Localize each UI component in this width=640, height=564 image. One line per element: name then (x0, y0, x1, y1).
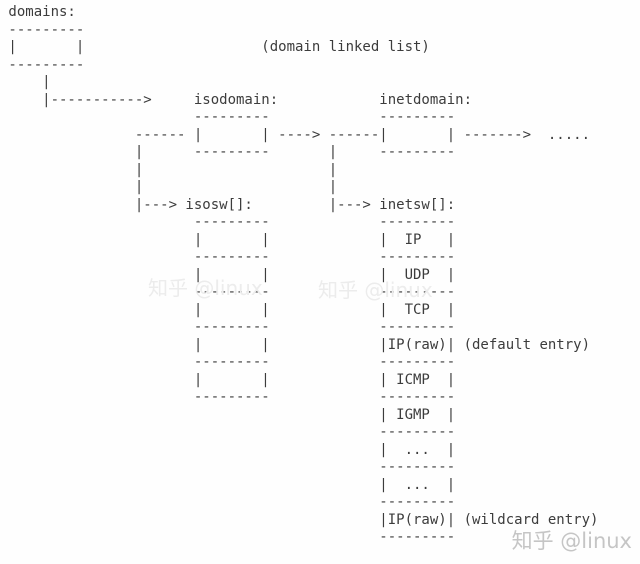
zhihu-watermark-faint-right: 知乎 @linux (318, 278, 433, 302)
zhihu-watermark: 知乎 @linux (511, 529, 632, 553)
zhihu-watermark-faint-left: 知乎 @linux (148, 276, 263, 300)
domain-linked-list-ascii-diagram: domains: --------- | | (domain linked li… (8, 4, 599, 545)
